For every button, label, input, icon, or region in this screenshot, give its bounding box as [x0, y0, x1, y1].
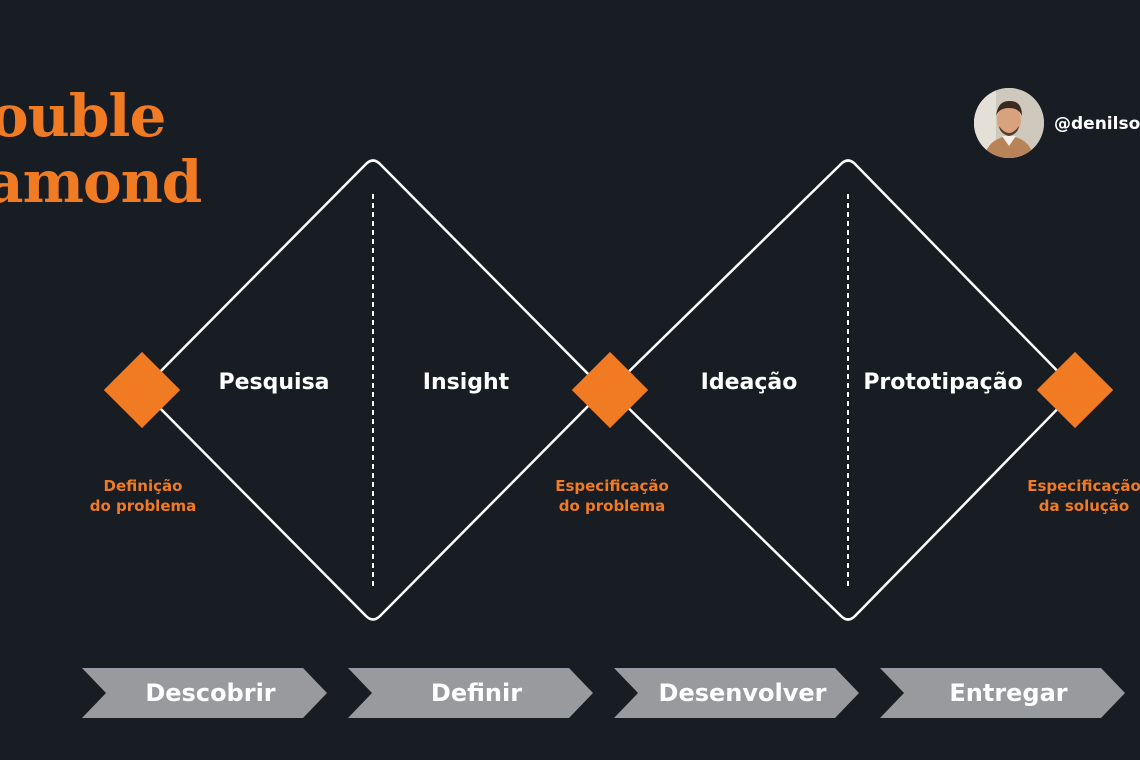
milestone-marker-1 — [103, 351, 181, 429]
step-desenvolver-label: Desenvolver — [658, 679, 827, 707]
milestone-especificacao-solucao-line1: Especificação — [1027, 477, 1140, 495]
diamond-left-outline — [140, 159, 606, 621]
phase-pesquisa: Pesquisa — [218, 370, 330, 395]
step-desenvolver: Desenvolver — [614, 668, 859, 718]
step-descobrir: Descobrir — [82, 668, 327, 718]
phase-prototipacao: Prototipação — [863, 370, 1023, 395]
step-definir: Definir — [348, 668, 593, 718]
author-handle: @denilso — [1054, 114, 1140, 134]
milestone-especificacao-problema-line1: Especificação — [555, 477, 669, 495]
milestone-definicao-line2: do problema — [89, 497, 197, 515]
milestone-especificacao-solucao: Especificação da solução — [1027, 476, 1140, 516]
avatar — [974, 88, 1044, 158]
title-line-2: amond — [0, 148, 202, 216]
step-entregar: Entregar — [880, 668, 1125, 718]
step-entregar-label: Entregar — [949, 679, 1068, 707]
phase-insight: Insight — [422, 370, 510, 395]
milestone-especificacao-problema: Especificação do problema — [555, 476, 669, 516]
phase-ideacao: Ideação — [700, 370, 798, 395]
milestone-definicao-line1: Definição — [103, 477, 183, 495]
title-line-1: ouble — [0, 82, 166, 150]
person-photo-icon — [974, 88, 1044, 158]
step-descobrir-label: Descobrir — [145, 679, 276, 707]
milestone-especificacao-problema-line2: do problema — [558, 497, 666, 515]
milestone-marker-2 — [571, 351, 649, 429]
milestone-especificacao-solucao-line2: da solução — [1038, 497, 1130, 515]
step-definir-label: Definir — [430, 679, 523, 707]
milestone-definicao: Definição do problema — [90, 476, 197, 516]
